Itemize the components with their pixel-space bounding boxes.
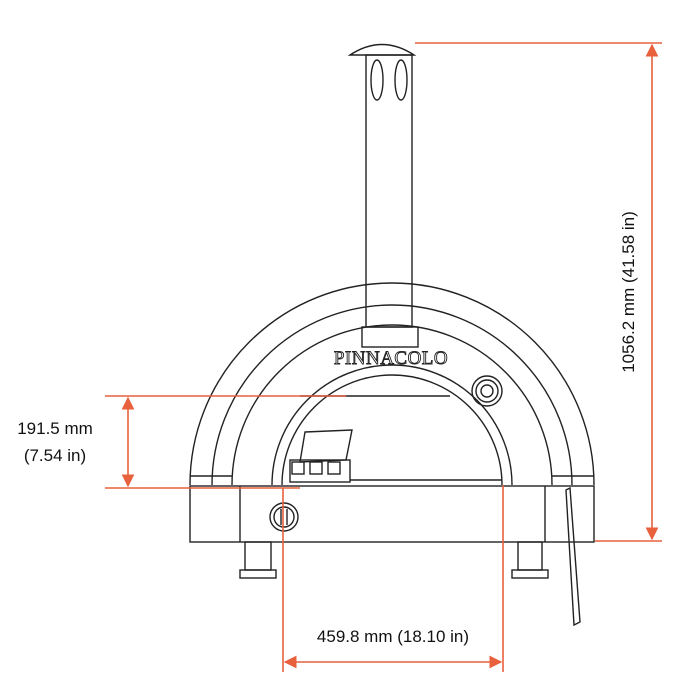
door-handle[interactable] (565, 486, 581, 627)
thermometer-icon (471, 375, 503, 407)
brand-logo: PINNACOLO (334, 348, 448, 369)
opening-height-imperial: (7.54 in) (24, 446, 86, 465)
height-dimension (415, 42, 662, 542)
opening-width-dimension (282, 485, 504, 672)
chimney (347, 43, 419, 348)
oven-interior-burner (289, 429, 502, 483)
oven-base (189, 485, 595, 579)
opening-width-label: 459.8 mm (18.10 in) (317, 627, 469, 646)
opening-height-dimension (105, 395, 346, 489)
height-label: 1056.2 mm (41.58 in) (619, 211, 638, 373)
opening-height-metric: 191.5 mm (17, 419, 93, 438)
control-knob[interactable] (269, 502, 299, 532)
oven-dome (189, 282, 595, 486)
